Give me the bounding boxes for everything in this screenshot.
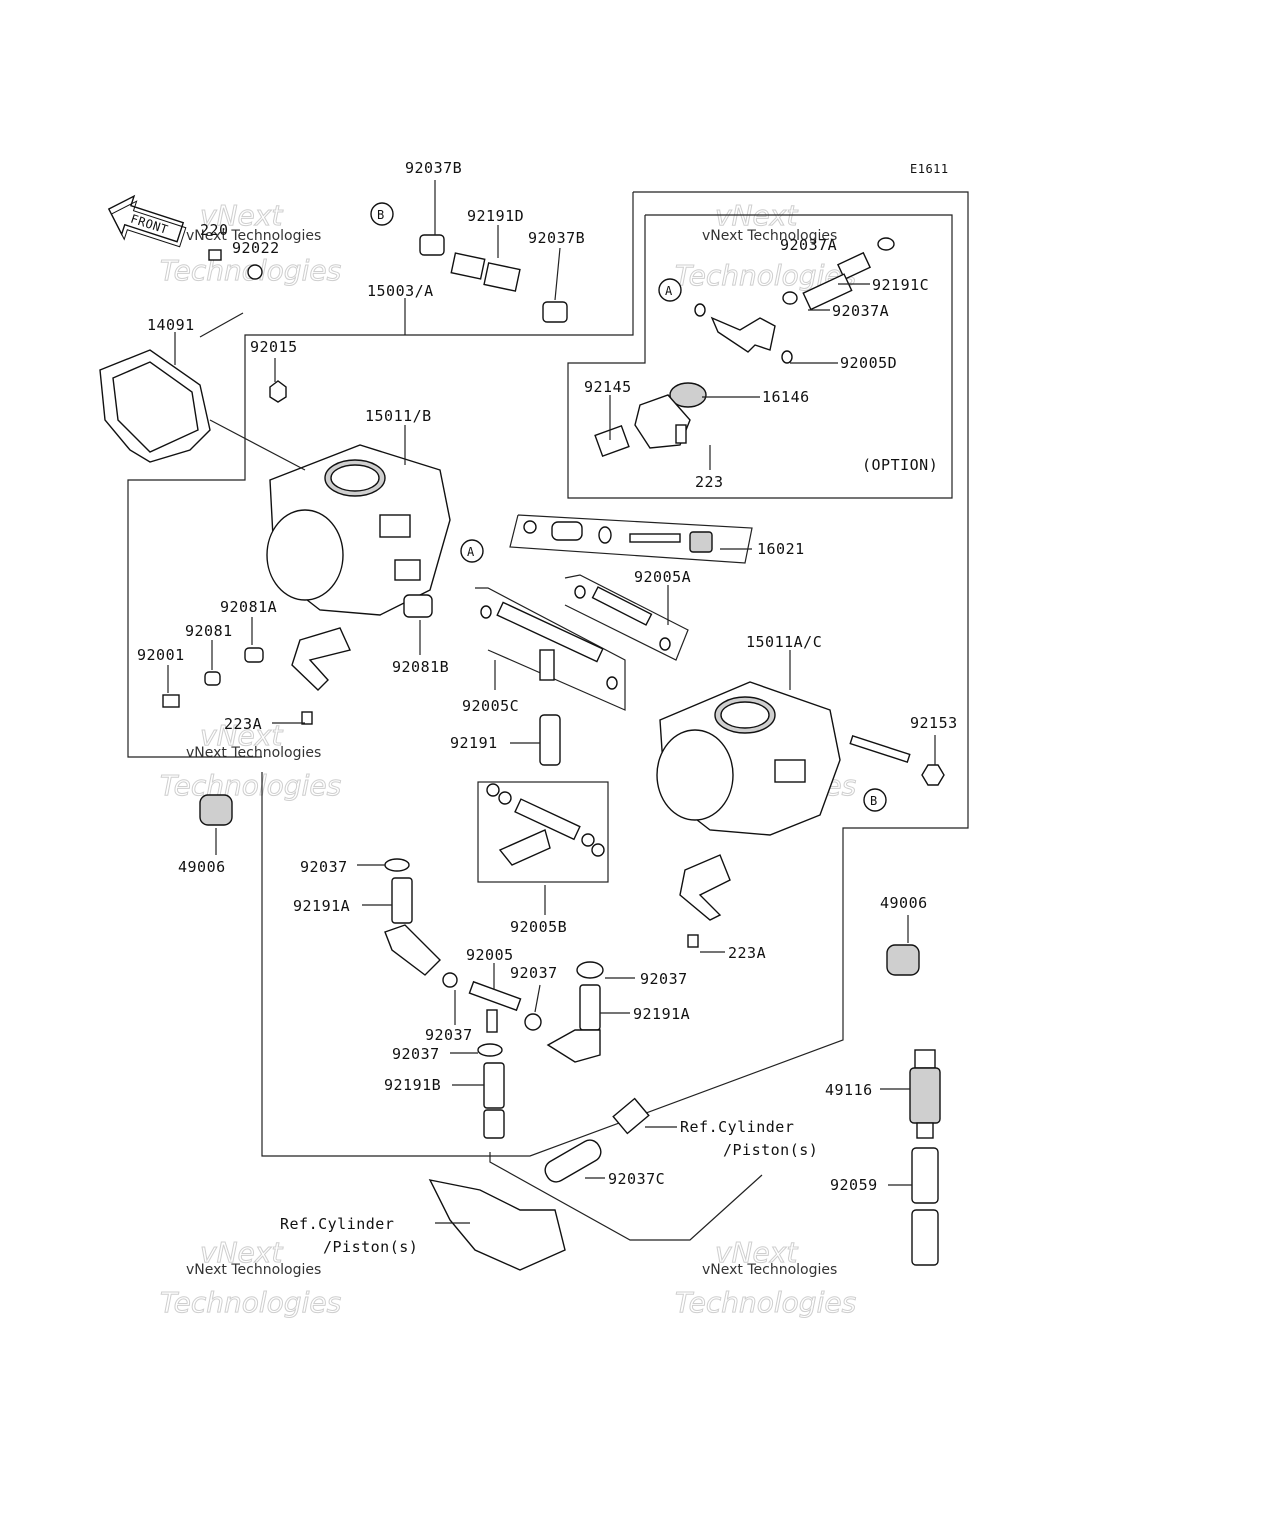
label-92037A-top: 92037A — [780, 236, 837, 254]
svg-text:vNext: vNext — [200, 199, 283, 232]
label-92037-left: 92037 — [300, 858, 348, 876]
svg-text:B: B — [377, 208, 385, 222]
label-49006-right: 49006 — [880, 894, 928, 912]
svg-text:vNext: vNext — [200, 719, 283, 752]
svg-text:A: A — [665, 284, 673, 298]
label-92001: 92001 — [137, 646, 185, 664]
watermark-bottom-right: vNext Technologies vNext Technologies — [675, 1236, 857, 1320]
label-92037C: 92037C — [608, 1170, 665, 1188]
part-labels: 92037B 92191D 92037B 220 92022 15003/A 1… — [137, 159, 958, 1256]
label-92145: 92145 — [584, 378, 632, 396]
svg-text:B: B — [870, 794, 878, 808]
frame-lines — [127, 191, 969, 1241]
carburetor-right — [656, 681, 841, 836]
label-223A-right: 223A — [728, 944, 766, 962]
label-14091: 14091 — [147, 316, 195, 334]
svg-text:vNext Technologies: vNext Technologies — [702, 1262, 837, 1278]
label-92037B-right: 92037B — [528, 229, 585, 247]
callout-a-carb: A — [460, 539, 484, 563]
svg-text:A: A — [467, 545, 475, 559]
label-16146: 16146 — [762, 388, 810, 406]
label-92005: 92005 — [466, 946, 514, 964]
callout-b-top: B — [370, 202, 394, 226]
leader-lines — [167, 180, 936, 1224]
top-hoses — [419, 234, 568, 323]
right-side-parts — [199, 735, 945, 976]
svg-text:vNext Technologies: vNext Technologies — [186, 745, 321, 761]
upper-left-hardware — [99, 249, 287, 463]
label-92191A-left: 92191A — [293, 897, 350, 915]
label-92005B: 92005B — [510, 918, 567, 936]
diagram-code: E1611 — [910, 162, 949, 176]
label-92191D: 92191D — [467, 207, 524, 225]
label-92081B: 92081B — [392, 658, 449, 676]
option-parts — [594, 237, 895, 458]
label-92191: 92191 — [450, 734, 498, 752]
carburetor-left — [266, 444, 451, 616]
label-92037-a: 92037 — [510, 964, 558, 982]
label-92022: 92022 — [232, 239, 280, 257]
label-92081: 92081 — [185, 622, 233, 640]
label-92037B-top: 92037B — [405, 159, 462, 177]
label-ref-cylinder-left: Ref.Cylinder — [280, 1215, 394, 1233]
label-92191A-right: 92191A — [633, 1005, 690, 1023]
callout-a-option: A — [658, 278, 682, 302]
label-92005A: 92005A — [634, 568, 691, 586]
label-92037A-mid: 92037A — [832, 302, 889, 320]
filter-and-bolt — [428, 1049, 941, 1271]
label-92005D: 92005D — [840, 354, 897, 372]
label-15003A: 15003/A — [367, 282, 434, 300]
svg-text:vNext Technologies: vNext Technologies — [186, 228, 321, 244]
label-ref-piston-left: /Piston(s) — [323, 1238, 418, 1256]
tee-joint-92005B — [477, 781, 609, 883]
label-49116: 49116 — [825, 1081, 873, 1099]
svg-text:vNext: vNext — [715, 1236, 798, 1269]
fuel-lines-lower — [384, 858, 604, 1139]
label-92015: 92015 — [250, 338, 298, 356]
label-92191B: 92191B — [384, 1076, 441, 1094]
callout-b-right: B — [863, 788, 887, 812]
svg-text:vNext: vNext — [200, 1236, 283, 1269]
label-15011B: 15011/B — [365, 407, 432, 425]
label-ref-piston-right: /Piston(s) — [723, 1141, 818, 1159]
svg-text:Technologies: Technologies — [675, 1286, 856, 1319]
label-92005C: 92005C — [462, 697, 519, 715]
joint-tubes — [475, 574, 689, 766]
springs-left — [162, 594, 433, 725]
label-15011AC: 15011A/C — [746, 633, 822, 651]
label-92037-b: 92037 — [640, 970, 688, 988]
label-16021: 16021 — [757, 540, 805, 558]
label-92059: 92059 — [830, 1176, 878, 1194]
label-49006-left: 49006 — [178, 858, 226, 876]
label-option: (OPTION) — [862, 456, 938, 474]
svg-text:Technologies: Technologies — [160, 769, 341, 802]
label-92037-c: 92037 — [425, 1026, 473, 1044]
watermark-mid-left: vNext Technologies vNext Technologies — [160, 719, 342, 803]
svg-text:Technologies: Technologies — [160, 1286, 341, 1319]
label-92191C: 92191C — [872, 276, 929, 294]
label-220: 220 — [200, 221, 229, 239]
label-223A-left: 223A — [224, 715, 262, 733]
svg-text:vNext Technologies: vNext Technologies — [186, 1262, 321, 1278]
throttle-stop-assembly — [509, 514, 753, 564]
label-92081A: 92081A — [220, 598, 277, 616]
watermark-bottom-left: vNext Technologies vNext Technologies — [160, 1236, 342, 1320]
front-arrow-icon: FRONT — [107, 194, 187, 248]
svg-text:vNext Technologies: vNext Technologies — [702, 228, 837, 244]
label-223: 223 — [695, 473, 724, 491]
label-92037-d: 92037 — [392, 1045, 440, 1063]
label-ref-cylinder-right: Ref.Cylinder — [680, 1118, 794, 1136]
label-92153: 92153 — [910, 714, 958, 732]
